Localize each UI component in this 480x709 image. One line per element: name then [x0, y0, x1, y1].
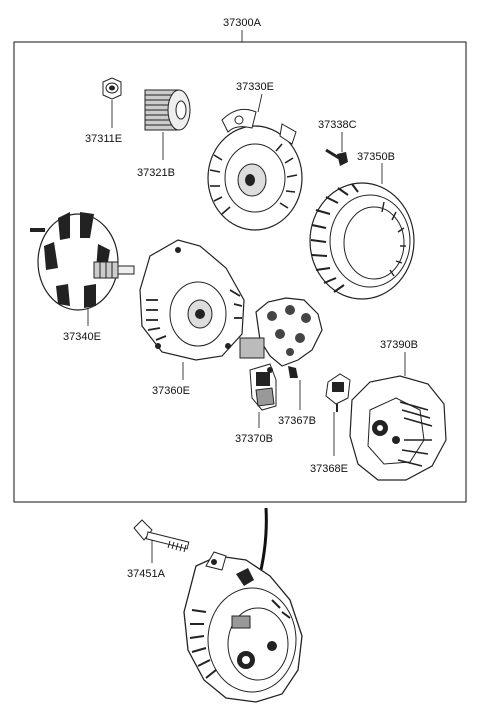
assembly-label: 37300A [223, 17, 262, 29]
nut-icon [102, 77, 122, 100]
label-rear-cover: 37390B [380, 339, 418, 351]
label-connector: 37368E [310, 463, 348, 475]
label-regulator: 37367B [278, 415, 316, 427]
label-bolt: 37451A [127, 568, 166, 580]
connector-icon [325, 373, 351, 412]
bolt-icon [133, 519, 190, 553]
rear-cover-icon [349, 375, 447, 481]
label-rear-bracket: 37360E [152, 385, 190, 397]
stator-icon [309, 182, 415, 300]
label-rotor: 37340E [63, 331, 101, 343]
label-screw: 37338C [318, 119, 357, 131]
screw-icon [325, 148, 348, 166]
label-nut: 37311E [85, 133, 122, 145]
label-stator: 37350B [357, 151, 395, 163]
alternator-assembly-icon [183, 551, 303, 703]
rotor-icon [30, 212, 135, 311]
label-front-housing: 37330E [236, 81, 274, 93]
label-pulley: 37321B [137, 167, 175, 179]
regulator-icon [239, 297, 323, 378]
pulley-icon [144, 89, 191, 131]
brush-holder-icon [249, 363, 277, 411]
label-brush-holder: 37370B [235, 433, 273, 445]
assembly-frame [13, 41, 467, 503]
rear-bracket-icon [139, 239, 245, 361]
front-housing-icon [207, 108, 303, 231]
